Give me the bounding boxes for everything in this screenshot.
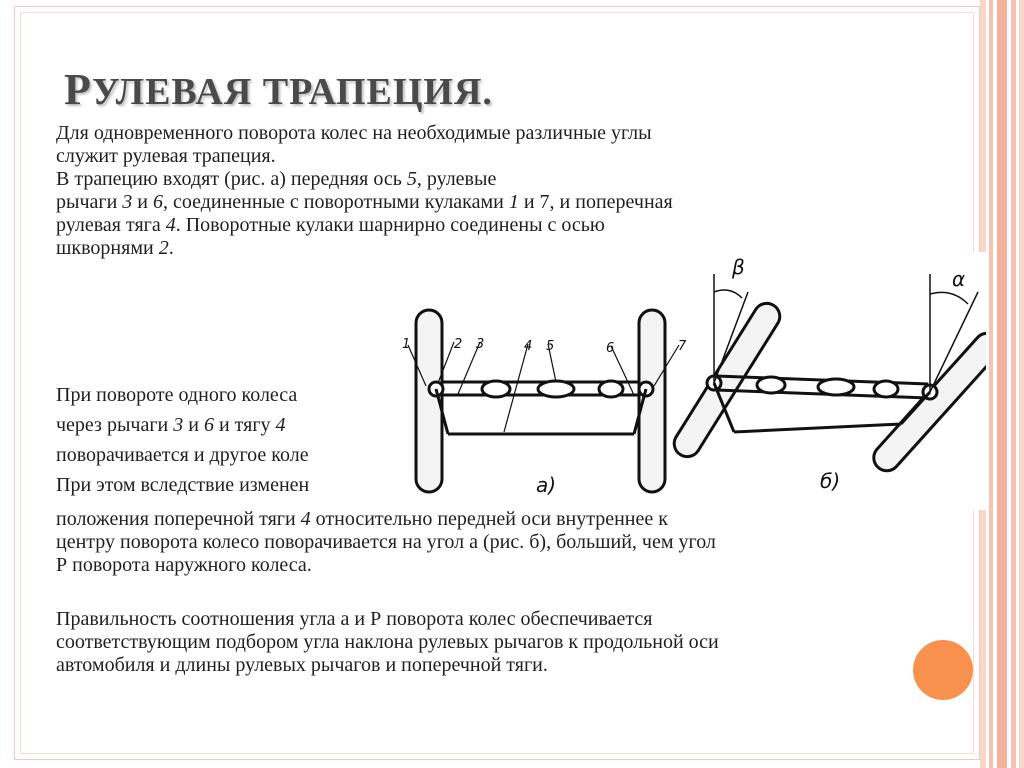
angle-paragraph: положения поперечной тяги 4 относительно… (56, 508, 716, 576)
figure-a-straight (414, 308, 667, 494)
figure-b-caption: б) (820, 469, 840, 493)
figure-b-turned (672, 301, 986, 473)
steering-trapezoid-diagram: 1 2 3 4 5 6 7 а) β α б) (396, 252, 986, 510)
decorative-stripes (980, 0, 1024, 768)
accent-circle (913, 640, 973, 700)
intro-paragraph: Для одновременного поворота колес на нео… (56, 122, 673, 259)
slide-title: РУЛЕВАЯ ТРАПЕЦИЯ. (64, 65, 493, 114)
turning-paragraph: При повороте одного колеса через рычаги … (56, 384, 310, 496)
label-4: 4 (524, 339, 532, 354)
angle-beta-label: β (731, 255, 745, 279)
figure-a-caption: а) (536, 473, 556, 497)
label-6: 6 (606, 341, 614, 356)
label-5: 5 (546, 339, 554, 354)
label-3: 3 (476, 337, 484, 352)
label-2: 2 (454, 337, 462, 352)
angle-marks (713, 274, 979, 393)
angle-alpha-label: α (952, 267, 965, 291)
ratio-paragraph: Правильность соотношения угла а и Р пово… (56, 608, 719, 676)
label-1: 1 (402, 337, 410, 352)
leader-lines (407, 341, 680, 433)
label-7: 7 (678, 339, 687, 354)
